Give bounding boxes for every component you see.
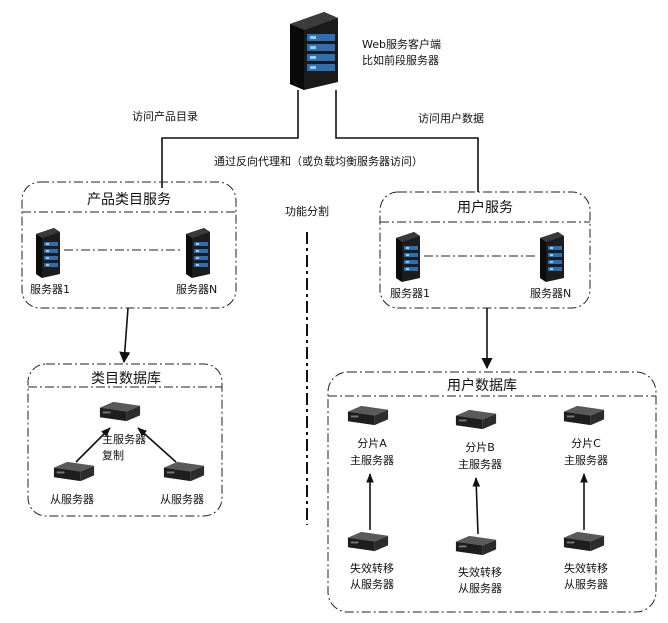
access-user-label: 访问用户数据 [418,111,484,125]
client-label-line2: 比如前段服务器 [362,53,439,67]
shard-a-failover-line2: 从服务器 [350,578,394,591]
product-server-1-icon [36,228,60,278]
access-catalog-label: 访问产品目录 [132,109,198,123]
client-label-line1: Web服务客户端 [362,37,441,51]
replicate-arrow-left [75,427,111,463]
shard-a-name: 分片A [357,437,387,450]
connector-to-product-service [161,90,299,188]
catalog-slave-right-icon [163,461,205,482]
user-service-title: 用户服务 [457,199,513,216]
catalog-replicate-label: 复制 [102,448,124,462]
shard-b-name: 分片B [465,441,495,454]
shard-a-master-icon [347,405,389,426]
product-server-n-icon [186,228,210,278]
catalog-db-title: 类目数据库 [91,371,161,387]
product-service-box [21,181,237,309]
shard-a-slave-icon [347,531,389,552]
product-service-title: 产品类目服务 [87,192,171,208]
user-db-box [327,371,657,613]
shard-a-failover-line1: 失效转移 [350,561,394,575]
shard-c-role: 主服务器 [564,454,608,467]
user-db-title: 用户数据库 [447,377,517,394]
shard-c-name: 分片C [571,437,601,450]
shard-c-master-icon [563,405,605,426]
catalog-db-box [27,363,223,517]
functional-split-label: 功能分割 [285,204,329,218]
product-server-1-label: 服务器1 [30,283,70,296]
product-server-n-label: 服务器N [176,283,217,296]
user-server-n-label: 服务器N [530,287,571,300]
web-client-server-icon [290,12,338,90]
failover-arrow-b [472,477,481,535]
user-service-box [379,191,591,309]
shard-a-role: 主服务器 [350,454,394,467]
shard-b-failover-line1: 失效转移 [458,565,502,579]
shard-c-failover-line2: 从服务器 [564,578,608,591]
catalog-master-icon [99,401,141,422]
replicate-arrow-right [137,427,177,463]
arrow-to-catalog-db [119,307,131,364]
catalog-master-label: 主服务器 [102,433,146,446]
via-proxy-label: 通过反向代理和（或负载均衡服务器访问） [214,154,423,168]
user-server-n-icon [540,232,564,282]
catalog-slave-left-icon [53,461,95,482]
catalog-slave-right-label: 从服务器 [160,493,204,506]
shard-b-failover-line2: 从服务器 [458,582,502,595]
shard-b-role: 主服务器 [458,458,502,471]
shard-c-slave-icon [563,531,605,552]
user-server-1-label: 服务器1 [390,287,430,300]
shard-b-master-icon [455,409,497,430]
catalog-slave-left-label: 从服务器 [50,493,94,506]
connector-to-user-service [335,90,479,192]
shard-c-failover-line1: 失效转移 [564,561,608,575]
shard-b-slave-icon [455,535,497,556]
user-server-1-icon [396,232,420,282]
